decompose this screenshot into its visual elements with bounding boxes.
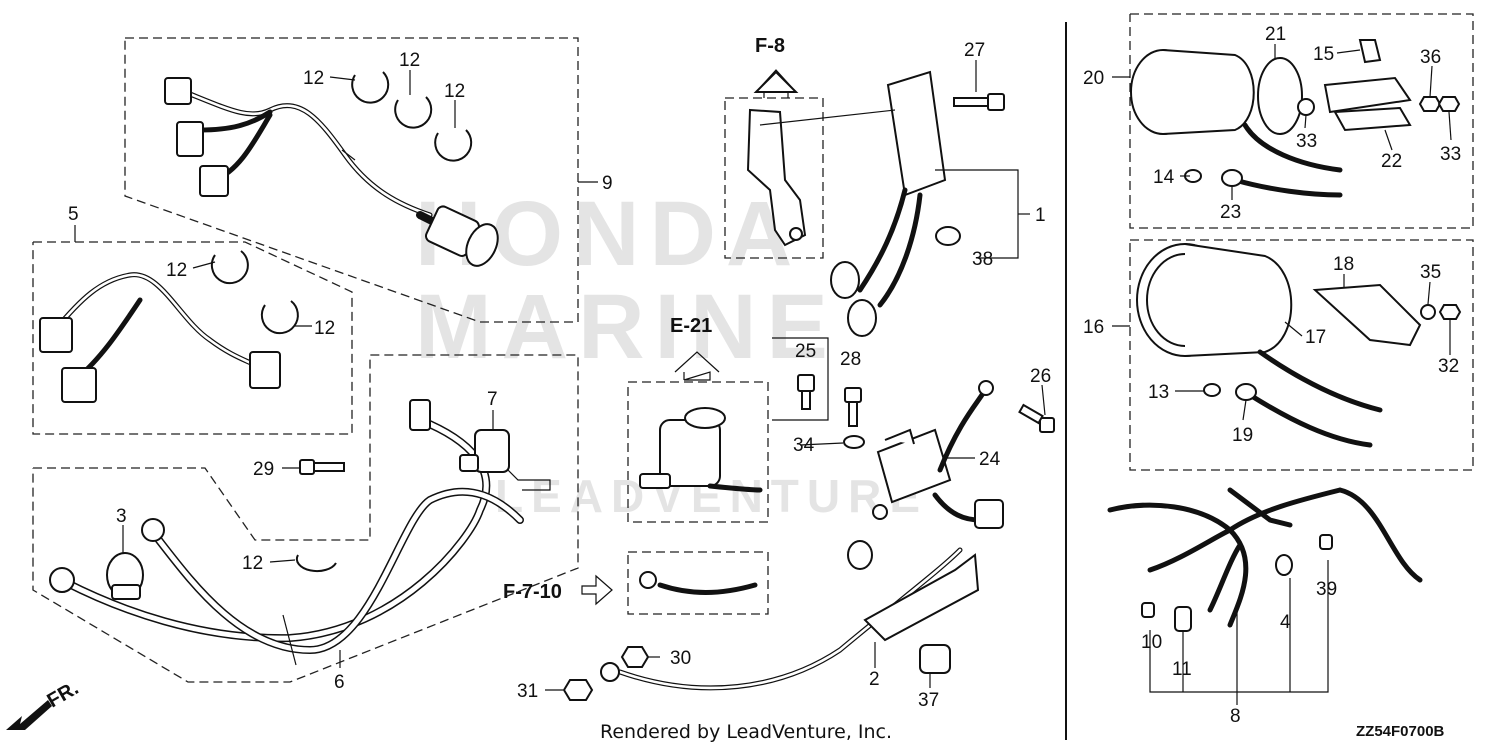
bolt-28[interactable] (844, 387, 862, 427)
ground-cable-2[interactable] (600, 540, 980, 691)
label-10: 10 (1141, 632, 1162, 653)
label-27: 27 (964, 40, 985, 61)
label-12-c: 12 (444, 81, 465, 102)
bolt-29[interactable] (299, 459, 345, 475)
bolt-25[interactable] (772, 337, 829, 421)
clamp-38[interactable] (935, 226, 961, 246)
label-3: 3 (116, 506, 127, 527)
label-23: 23 (1220, 202, 1241, 223)
label-2: 2 (869, 669, 880, 690)
ref-f7-10[interactable]: F-7-10 (503, 581, 562, 603)
label-15: 15 (1313, 44, 1334, 65)
label-34: 34 (793, 435, 815, 456)
tachometer-20-group[interactable] (1129, 13, 1474, 229)
label-12-f: 12 (242, 553, 263, 574)
watermark: HONDA MARINE LEADVENTURE (415, 183, 920, 522)
label-24: 24 (979, 449, 1001, 470)
harness-9-group[interactable] (124, 37, 579, 323)
label-17: 17 (1305, 327, 1326, 348)
front-arrow-icon (6, 700, 52, 730)
label-31: 31 (517, 681, 538, 702)
watermark-product: MARINE (415, 276, 838, 378)
section-references[interactable]: F-8 E-21 F-7-10 (503, 35, 785, 603)
bolt-26[interactable] (1018, 403, 1055, 433)
ref-e21[interactable]: E-21 (670, 315, 712, 337)
label-22: 22 (1381, 151, 1402, 172)
clamp-3[interactable] (106, 552, 144, 600)
label-8: 8 (1230, 706, 1241, 727)
harness-5-group[interactable] (32, 241, 353, 435)
leader-lines (74, 44, 1452, 705)
label-6: 6 (334, 672, 345, 693)
label-7: 7 (487, 389, 498, 410)
label-16: 16 (1083, 317, 1104, 338)
regulator-1[interactable] (759, 70, 947, 337)
label-18: 18 (1333, 254, 1354, 275)
relay-7[interactable] (459, 429, 551, 491)
part-labels: 12 12 12 9 5 12 12 3 12 29 7 6 27 1 38 2… (68, 24, 1461, 727)
front-indicator: FR. (6, 677, 82, 730)
label-30: 30 (670, 648, 691, 669)
nut-31[interactable] (562, 679, 594, 701)
clip-12-rings[interactable] (351, 71, 473, 162)
label-35: 35 (1420, 262, 1441, 283)
label-37: 37 (918, 690, 939, 711)
label-1: 1 (1035, 205, 1046, 226)
diagram-code: ZZ54F0700B (1356, 723, 1445, 740)
label-26: 26 (1030, 366, 1051, 387)
label-5: 5 (68, 204, 79, 225)
label-39: 39 (1316, 579, 1337, 600)
rendered-by-text: Rendered by LeadVenture, Inc. (600, 721, 892, 743)
label-12-d: 12 (166, 260, 187, 281)
nut-30[interactable] (620, 646, 650, 668)
label-38: 38 (972, 249, 993, 270)
label-36: 36 (1420, 47, 1441, 68)
ref-f8[interactable]: F-8 (755, 35, 785, 57)
clamp-37[interactable] (919, 644, 951, 674)
washer-34[interactable] (843, 435, 865, 449)
f710-cable-group[interactable] (581, 551, 769, 615)
label-28: 28 (840, 349, 861, 370)
clip-12-lower[interactable] (295, 554, 337, 573)
label-12-a: 12 (303, 68, 324, 89)
label-12-e: 12 (314, 318, 335, 339)
label-32: 32 (1438, 356, 1459, 377)
cdi-unit-24[interactable] (872, 380, 1004, 529)
label-33-a: 33 (1296, 131, 1317, 152)
label-25: 25 (795, 341, 816, 362)
label-11: 11 (1172, 659, 1192, 680)
label-29: 29 (253, 459, 274, 480)
label-20: 20 (1083, 68, 1104, 89)
label-19: 19 (1232, 425, 1253, 446)
label-33-b: 33 (1440, 144, 1461, 165)
label-12-b: 12 (399, 50, 420, 71)
label-13: 13 (1148, 382, 1169, 403)
label-14: 14 (1153, 167, 1175, 188)
trim-meter-16-group[interactable] (1129, 239, 1474, 471)
main-harness-8[interactable] (1107, 487, 1423, 632)
label-9: 9 (602, 173, 613, 194)
f8-bracket-group[interactable] (724, 69, 824, 259)
label-4: 4 (1280, 612, 1291, 633)
e21-starter-group[interactable] (627, 351, 769, 523)
bolt-27[interactable] (953, 93, 1005, 111)
label-21: 21 (1265, 24, 1286, 45)
